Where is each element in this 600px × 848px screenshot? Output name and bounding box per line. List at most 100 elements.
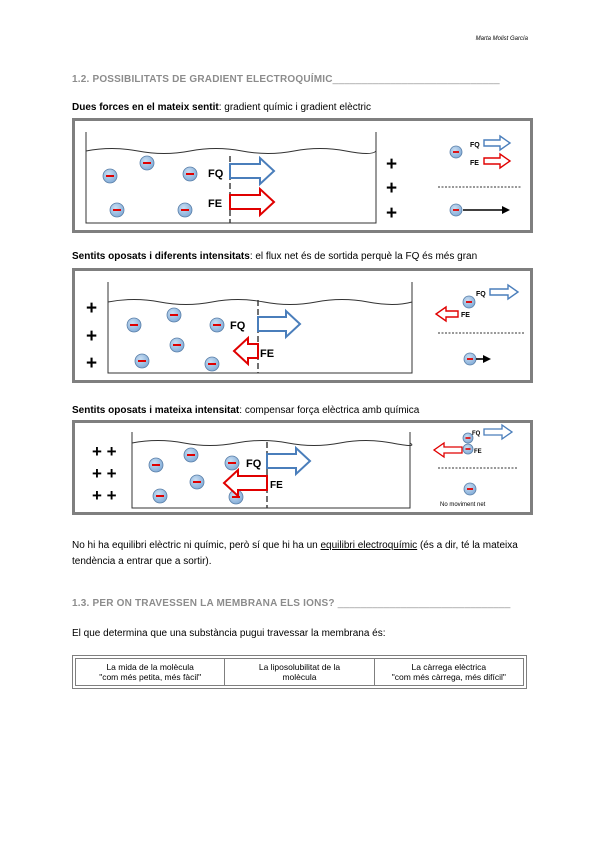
frame [72,268,533,383]
legend-fe-arrow [432,441,463,459]
container [107,282,413,374]
ion [109,202,125,218]
fe-label: FE [208,198,222,210]
section-title-1-2: 1.2. POSSIBILITATS DE GRADIENT ELECTROQU… [72,74,500,85]
figure-case1-svg: FQ FE + + + FQ FE [72,118,533,233]
plus-sign: + [386,154,397,175]
water-surface [107,299,413,305]
ion [182,166,198,182]
section-title-text: 1.2. POSSIBILITATS DE GRADIENT ELECTROQU… [72,74,333,85]
figure-case2: + + + FQ FE FQ FE [72,268,534,384]
legend-fe-label: FE [474,449,482,455]
ion [462,295,476,309]
legend-fe-label: FE [461,312,470,319]
ion [449,203,463,217]
section-title-text: 1.3. PER ON TRAVESSEN LA MEMBRANA ELS IO… [72,598,335,609]
container [131,432,411,509]
fq-label: FQ [246,458,262,470]
section-title-rule: ______________________________ [337,598,511,609]
cell-line: "com més càrrega, més difícil" [391,672,506,682]
case2-bold: Sentits oposats i diferents intensitats [72,251,250,262]
case1-bold: Dues forces en el mateix sentit [72,102,219,113]
cell-line: La mida de la molècula [106,662,194,672]
ion [152,488,168,504]
legend-fq-label: FQ [472,431,481,437]
intro-line: El que determina que una substància pugu… [72,628,386,639]
paragraph-before: No hi ha equilibri elèctric ni químic, p… [72,540,321,551]
legend-fq-label: FQ [476,291,486,298]
ion [463,352,477,366]
water-surface [85,148,377,154]
plus-sign: + [86,298,97,319]
ion [209,317,225,333]
table-cell: La mida de la molècula"com més petita, m… [76,659,224,685]
fq-arrow [266,445,312,477]
ion [148,457,164,473]
plus-pair: + + [92,464,117,483]
ion [177,202,193,218]
author-name: Marta Molist García [475,36,528,42]
ion [139,155,155,171]
ion [224,455,240,471]
fe-label: FE [260,348,274,360]
frame [72,118,533,233]
ion [134,353,150,369]
fq-arrow [229,155,276,187]
fe-arrow [232,335,259,367]
fe-arrow [222,467,268,499]
legend-fq-arrow [483,423,514,441]
factors-table-inner: La mida de la molècula"com més petita, m… [75,658,524,686]
ion [102,168,118,184]
ion [462,443,474,455]
ion [449,145,463,159]
table-cell: La càrrega elèctrica"com més càrrega, mé… [373,659,523,685]
cell-line: La càrrega elèctrica [411,662,487,672]
plus-sign: + [86,353,97,374]
legend-fq-label: FQ [470,142,480,149]
paragraph-after: (és a dir, té la mateixa tendència a ent… [72,540,518,567]
equilibrium-paragraph: No hi ha equilibri elèctric ni químic, p… [72,538,530,569]
plus-sign: + [386,178,397,199]
net-flux-arrowhead [483,355,491,363]
case2-rest: : el flux net és de sortida perquè la FQ… [249,251,478,262]
plus-sign: + [386,203,397,224]
factors-table: La mida de la molècula"com més petita, m… [72,655,527,689]
cell-line: molècula [282,672,317,682]
ion [166,307,182,323]
ion [183,447,199,463]
section-title-1-3: 1.3. PER ON TRAVESSEN LA MEMBRANA ELS IO… [72,598,511,609]
legend-fe-label: FE [470,160,479,167]
cell-line: La liposolubilitat de la [258,662,341,672]
water-surface [131,440,413,446]
ion [463,482,477,496]
fe-label: FE [270,480,283,491]
fq-arrow [257,308,302,340]
ion-group [126,307,225,372]
fq-label: FQ [230,320,246,332]
ion [169,337,185,353]
cell-line: "com més petita, més fàcil" [99,672,202,682]
case3-bold: Sentits oposats i mateixa intensitat [72,405,240,416]
legend-fq-arrow [483,134,512,152]
ion [189,474,205,490]
case2-caption: Sentits oposats i diferents intensitats:… [72,251,477,262]
plus-sign: + [86,326,97,347]
plus-pair: + + [92,486,117,505]
case1-caption: Dues forces en el mateix sentit: gradien… [72,102,371,113]
ion [462,432,474,444]
fq-label: FQ [208,168,224,180]
fe-arrow [229,186,276,218]
case3-caption: Sentits oposats i mateixa intensitat: co… [72,405,419,416]
section-title-rule: _____________________________ [332,74,500,85]
net-flux-arrowhead [502,206,510,214]
paragraph-underlined: equilibri electroquímic [320,540,418,551]
no-net-movement-label: No moviment net [440,502,486,508]
ion [204,356,220,372]
legend-fe-arrow [483,152,512,170]
ion-group [102,155,198,218]
plus-pair: + + [92,442,117,461]
frame [72,420,533,515]
figure-case1: FQ FE + + + FQ FE [72,118,534,234]
legend-fq-arrow [489,283,520,301]
